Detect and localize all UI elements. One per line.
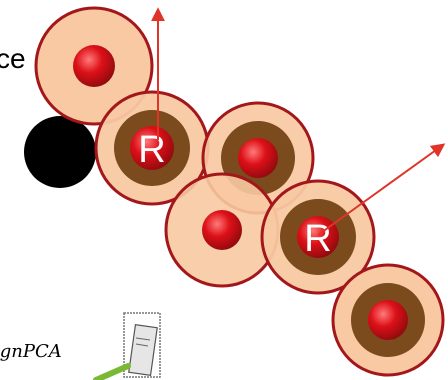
residue-label: R	[138, 129, 165, 171]
bead-core	[202, 210, 242, 250]
document-thumbnail-icon	[123, 312, 161, 378]
partial-text: ce	[0, 43, 26, 74]
direction-arrow-2	[317, 143, 446, 236]
residue-label: R	[304, 218, 331, 260]
bead-1	[34, 6, 154, 126]
bead-2: R	[94, 90, 210, 206]
bead-core	[130, 126, 174, 170]
formula-text: ignPCA	[0, 341, 62, 362]
bead-6	[331, 263, 445, 377]
black-sphere	[24, 116, 96, 188]
bead-4	[164, 172, 280, 288]
bead-core	[73, 45, 115, 87]
bead-core	[368, 300, 408, 340]
bead-core	[238, 138, 278, 178]
green-pointer	[93, 363, 131, 380]
